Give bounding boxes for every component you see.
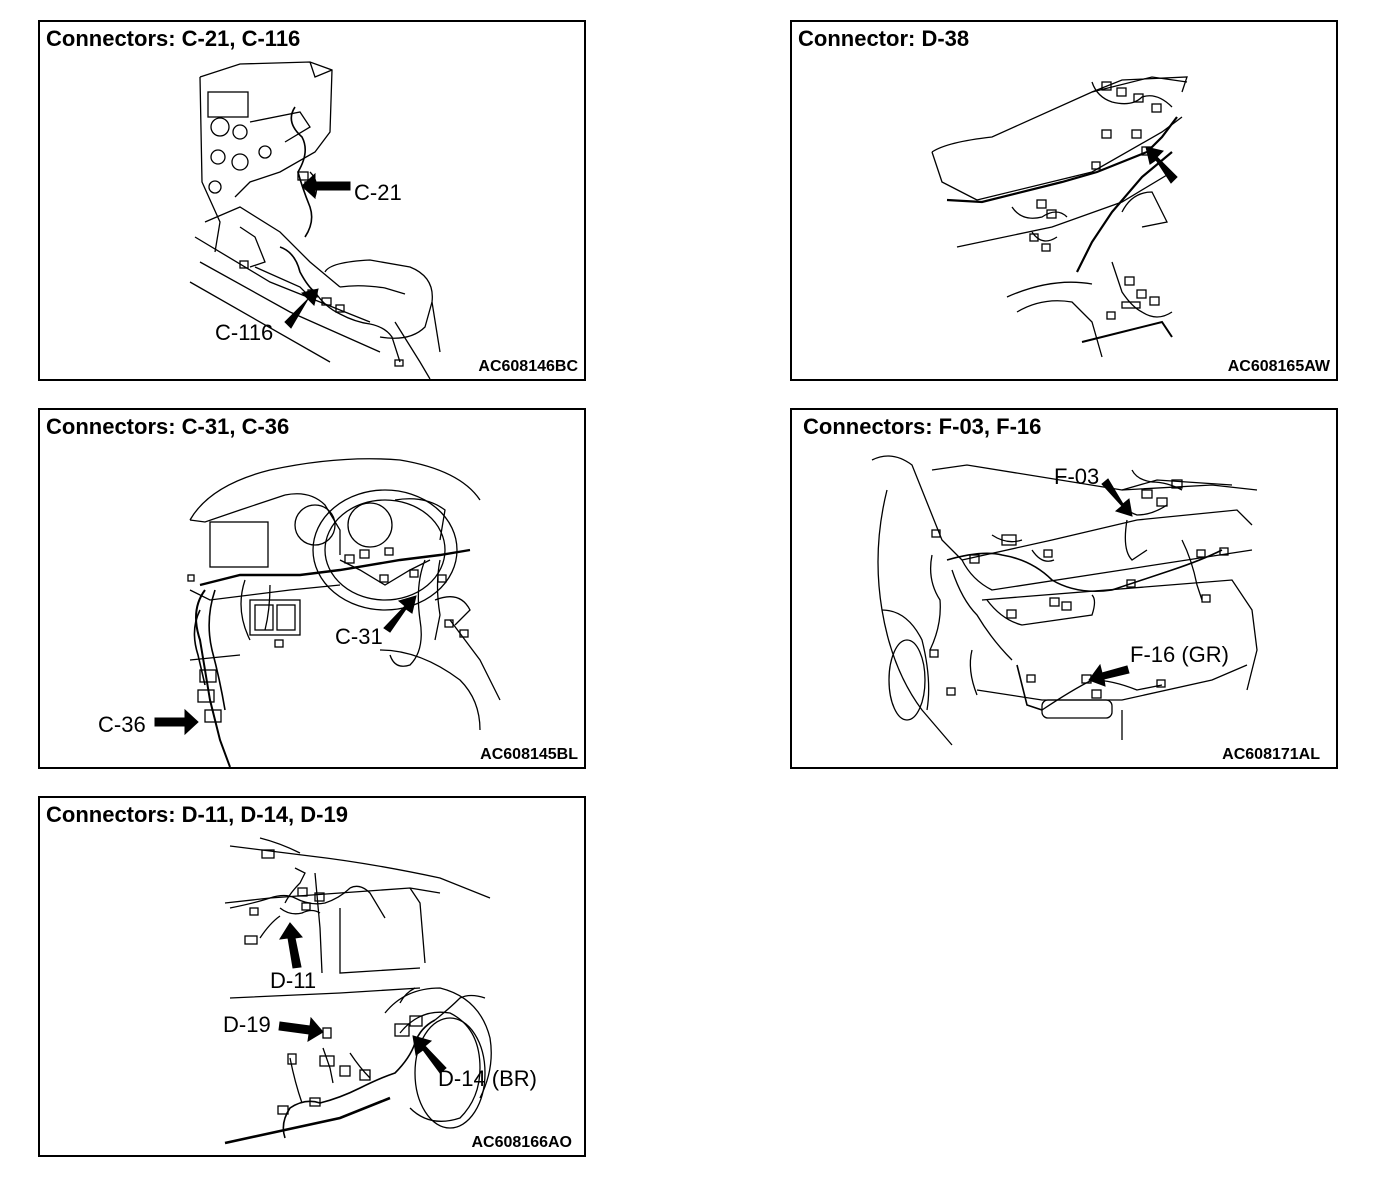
- panel-title: Connector: D-38: [798, 26, 970, 51]
- panel-title: Connectors: D-11, D-14, D-19: [46, 802, 348, 827]
- trunk-lid-illustration: [931, 76, 1188, 358]
- rear-body-illustration: [871, 455, 1258, 746]
- figure-code: AC608165AW: [1227, 358, 1330, 375]
- callout-d11: D-11: [270, 968, 317, 993]
- callout-c116: C-116: [215, 320, 274, 345]
- figure-code: AC608146BC: [478, 358, 578, 375]
- panel-title: Connectors: C-21, C-116: [46, 26, 301, 51]
- panel-c31-c36: Connectors: C-31, C-36 C-31 C-36 AC60814…: [38, 408, 586, 769]
- panel-d38: Connector: D-38 AC608165AW: [790, 20, 1338, 381]
- callout-d19: D-19: [223, 1012, 271, 1037]
- callout-c21: C-21: [354, 180, 402, 205]
- panel-d11-d14-d19: Connectors: D-11, D-14, D-19 D-11 D-19 D…: [38, 796, 586, 1157]
- panel-title: Connectors: C-31, C-36: [46, 414, 290, 439]
- console-illustration: [189, 61, 441, 379]
- figure-code: AC608171AL: [1222, 746, 1320, 763]
- figure-code: AC608166AO: [471, 1134, 573, 1151]
- callout-f16: F-16 (GR): [1130, 642, 1229, 667]
- arrow-d38: [1145, 146, 1178, 184]
- callout-f03: F-03: [1054, 464, 1100, 489]
- arrow-c36: [154, 708, 199, 736]
- arrow-d11: [279, 922, 303, 969]
- arrow-d14: [412, 1035, 447, 1074]
- panel-f03-f16: Connectors: F-03, F-16 F-03 F-16 (GR) AC…: [790, 408, 1338, 769]
- dashboard-illustration: [154, 458, 501, 767]
- figure-code: AC608145BL: [480, 746, 578, 763]
- arrow-f16: [1088, 663, 1130, 687]
- panel-title: Connectors: F-03, F-16: [803, 414, 1042, 439]
- arrow-c116: [284, 288, 319, 329]
- arrow-c31: [383, 595, 417, 633]
- side-body-illustration: [224, 837, 492, 1145]
- panel-c21-c116: Connectors: C-21, C-116 C-21 C-116 AC608…: [38, 20, 586, 381]
- callout-c36: C-36: [98, 712, 146, 737]
- arrow-d19: [278, 1016, 324, 1042]
- callout-c31: C-31: [335, 624, 383, 649]
- callout-d14: D-14 (BR): [438, 1066, 538, 1091]
- arrow-f03: [1101, 478, 1133, 517]
- arrow-c21: [301, 172, 351, 200]
